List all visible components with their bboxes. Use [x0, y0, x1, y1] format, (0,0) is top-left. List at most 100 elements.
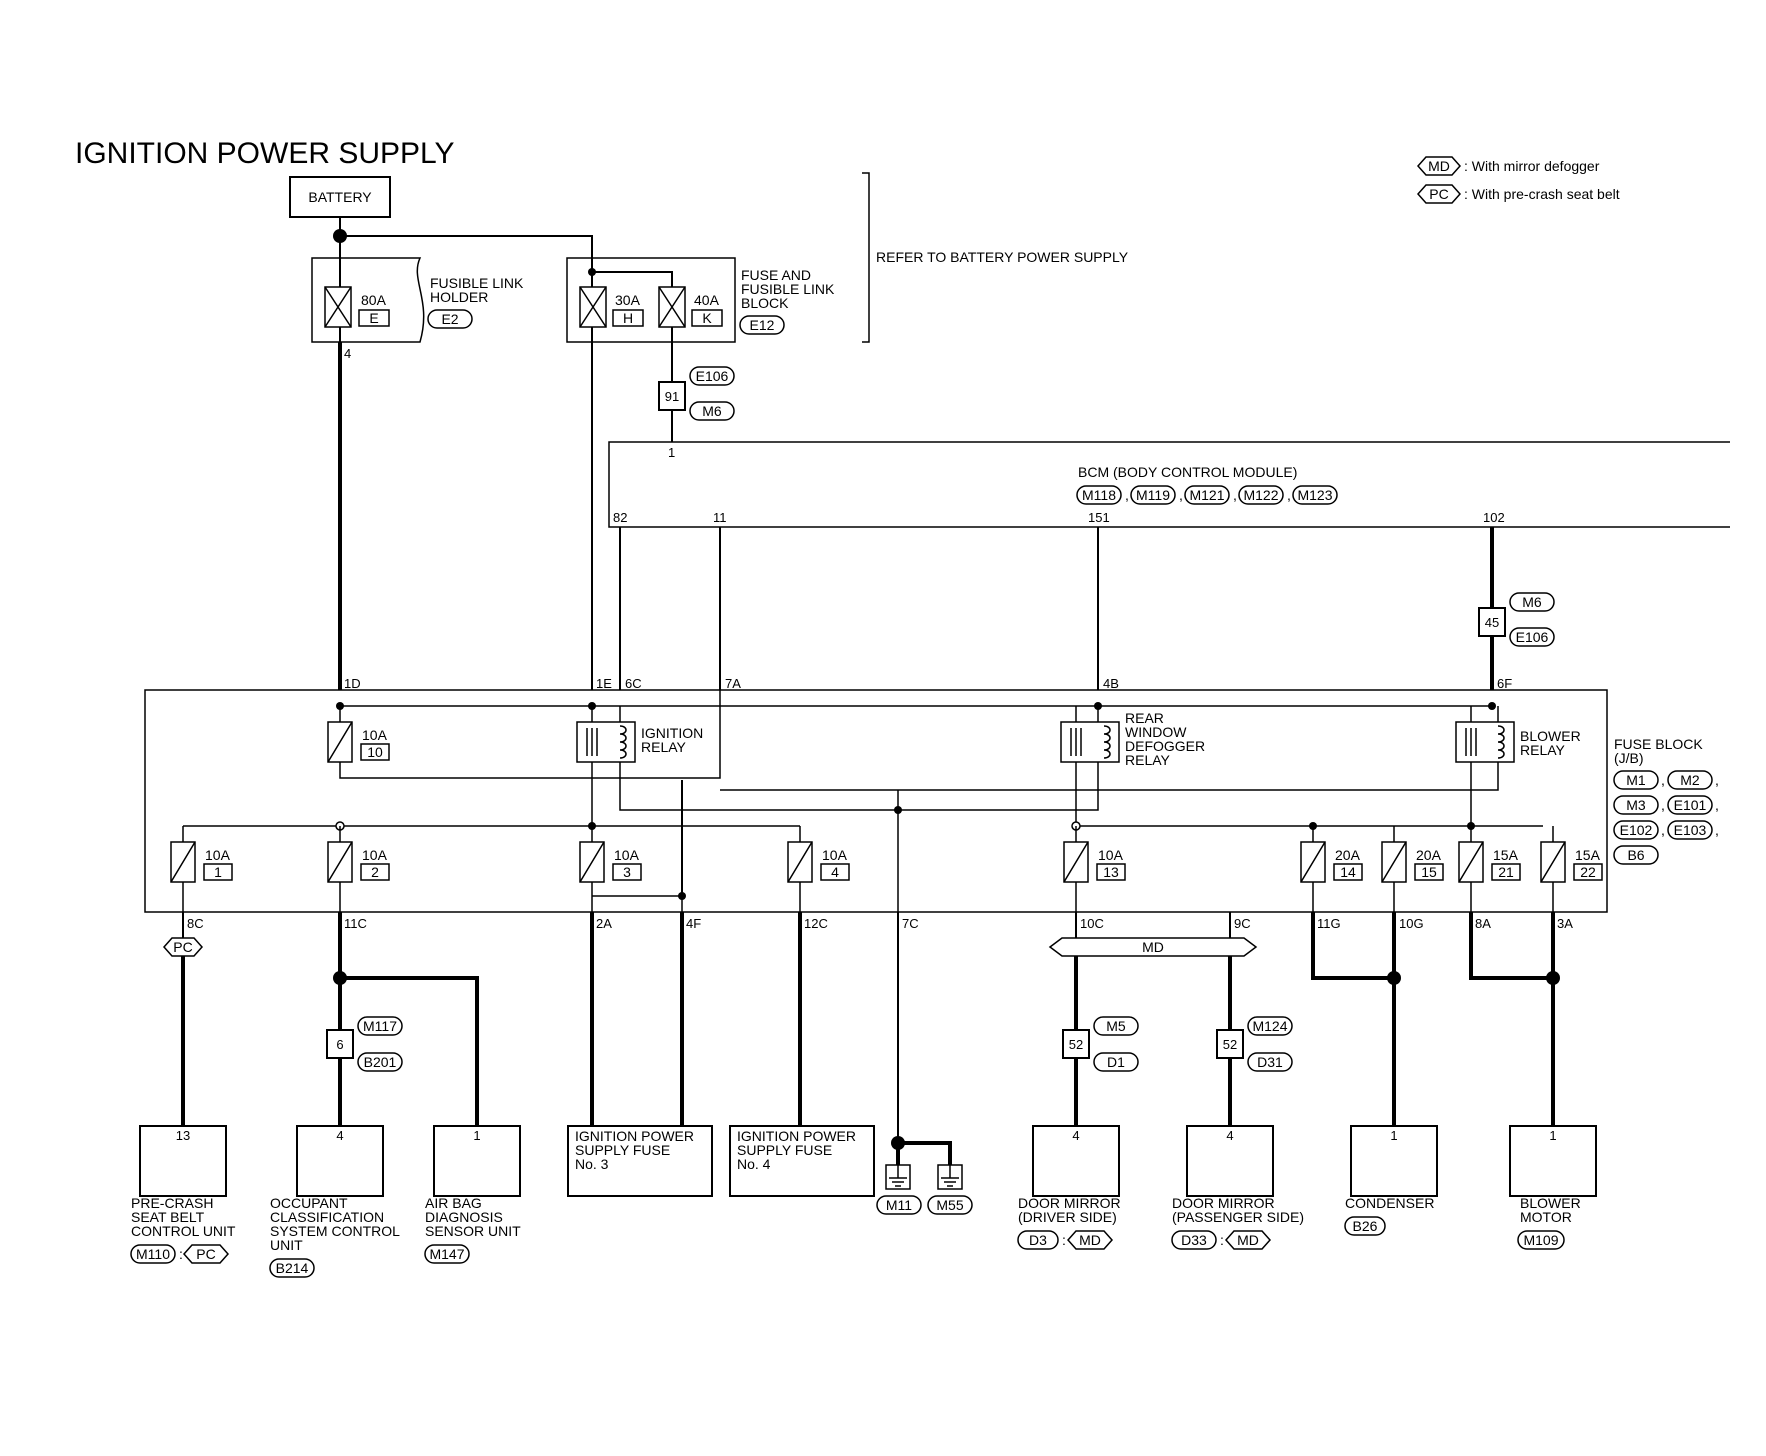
ign-fuse3-label-1: IGNITION POWER: [575, 1128, 694, 1144]
joint-91-conn-top: E106: [696, 368, 729, 384]
mirror-passenger-sep: :: [1220, 1232, 1224, 1248]
joint-52d-conn-bottom-shape: [1093, 1052, 1139, 1072]
pin-9c: 9C: [1234, 916, 1251, 931]
joint-45-pin: 45: [1485, 615, 1499, 630]
svg-text:,: ,: [1715, 772, 1719, 788]
pin-10g: 10G: [1399, 916, 1424, 931]
fuse-10-id-box: [360, 743, 390, 761]
mirror-driver-conn-shape: [1017, 1230, 1059, 1250]
fb-conn-b6: B6: [1627, 847, 1644, 863]
condenser-conn: B26: [1353, 1218, 1378, 1234]
defogger-relay-label-4: RELAY: [1125, 752, 1171, 768]
fuse-3-id: 3: [623, 864, 631, 880]
joint-52-driver-pin: 52: [1069, 1037, 1083, 1052]
svg-text:,: ,: [1661, 822, 1665, 838]
pin-11g: 11G: [1317, 916, 1341, 931]
joint-52p-conn-bottom: D31: [1257, 1054, 1283, 1070]
rear-window-defogger-relay: REAR WINDOW DEFOGGER RELAY: [1060, 710, 1205, 768]
blower-relay: BLOWER RELAY: [1455, 721, 1581, 763]
airbag-conn: M147: [429, 1246, 464, 1262]
fuse-13-id-box: [1096, 863, 1126, 881]
joint-45-conn-top-shape: [1509, 592, 1555, 612]
joint-91-conn-top-shape: [689, 366, 735, 386]
precrash-label-2: SEAT BELT: [131, 1209, 205, 1225]
ignition-relay-coil-wires: [619, 706, 1099, 811]
joint-6-conn-top-shape: [357, 1016, 403, 1036]
pin-1d: 1D: [344, 676, 361, 691]
mirror-driver-label-2: (DRIVER SIDE): [1018, 1209, 1117, 1225]
fuse-2-id: 2: [371, 864, 379, 880]
bcm-conn-m118: M118: [1082, 487, 1116, 503]
mirror-passenger-tag: MD: [1237, 1232, 1259, 1248]
fuse-40a-id: K: [702, 310, 712, 326]
fuse-15-id: 15: [1421, 864, 1437, 880]
svg-text:,: ,: [1125, 487, 1129, 503]
diagram-title: IGNITION POWER SUPPLY: [75, 137, 455, 170]
fusible-link-holder: 80A E FUSIBLE LINK HOLDER E2 4: [311, 257, 524, 361]
precrash-label-3: CONTROL UNIT: [131, 1223, 236, 1239]
splice-6f: [1488, 702, 1496, 710]
precrash-conn-shape: [130, 1244, 176, 1264]
mirror-passenger-label-2: (PASSENGER SIDE): [1172, 1209, 1304, 1225]
ground-m11-label: M11: [886, 1197, 912, 1213]
fb-conn-m3: M3: [1626, 797, 1646, 813]
pin-4f: 4F: [686, 916, 701, 931]
fuse-14-id-box: [1333, 863, 1363, 881]
joint-52d-conn-top: M5: [1106, 1018, 1126, 1034]
bcm-pin-11: 11: [713, 510, 727, 525]
bcm-pin-1: 1: [668, 445, 675, 460]
svg-text:,: ,: [1179, 487, 1183, 503]
fuse-3-id-box: [612, 863, 642, 881]
fb-conn-e103: E103: [1674, 822, 1707, 838]
svg-text:,: ,: [1233, 487, 1237, 503]
blower-motor-conn: M109: [1523, 1232, 1558, 1248]
fuse-15-id-box: [1414, 863, 1444, 881]
ignition-relay-label-2: RELAY: [641, 739, 687, 755]
fusible-link-holder-label-1: FUSIBLE LINK: [430, 275, 524, 291]
bcm-label: BCM (BODY CONTROL MODULE): [1078, 464, 1297, 480]
precrash-pin: 13: [176, 1128, 190, 1143]
fuse-14-slash: [1300, 841, 1326, 883]
pin-10c: 10C: [1080, 916, 1104, 931]
airbag-label-1: AIR BAG: [425, 1195, 482, 1211]
wire-11g: [1311, 912, 1394, 980]
defogger-relay-label-3: DEFOGGER: [1125, 738, 1205, 754]
pin-7a: 7A: [725, 676, 741, 691]
fuse-14-amp: 20A: [1335, 847, 1361, 863]
ignition-relay-label-1: IGNITION: [641, 725, 703, 741]
joint-6-conn-bottom-shape: [357, 1052, 403, 1072]
ground-symbol-m11: [885, 1164, 911, 1190]
fuse-4-slash: [787, 841, 813, 883]
fuse-and-fusible-link-block: 30A H 40A K FUSE AND FUSIBLE LINK BLOCK …: [566, 257, 835, 343]
mirror-driver-conn: D3: [1029, 1232, 1047, 1248]
fuse-block-box: [144, 689, 1608, 913]
bcm-conn-m122: M122: [1243, 487, 1278, 503]
mirror-driver-pin: 4: [1072, 1128, 1079, 1143]
fuse-10-amp: 10A: [362, 727, 388, 743]
joint-91-conn-bottom: M6: [702, 403, 722, 419]
door-mirror-driver-box: [1032, 1125, 1120, 1197]
mirror-driver-tag: MD: [1079, 1232, 1101, 1248]
fuse-block-bottom-pins: 8C 11C 2A 4F 12C 7C 10C 9C 11G 10G 8A 3A: [187, 916, 1573, 931]
fuse-22-id-box: [1573, 863, 1603, 881]
fuse-10-symbol: [327, 721, 353, 763]
mirror-passenger-conn: D33: [1181, 1232, 1207, 1248]
battery-feed-wire: [339, 217, 593, 266]
splice-blower: [1546, 971, 1560, 985]
fuse-80a-amp: 80A: [361, 292, 387, 308]
fuse-40a-amp: 40A: [694, 292, 720, 308]
wire-ground-m55: [898, 1141, 952, 1165]
fuse-15-symbol: [1381, 841, 1407, 883]
ground-m55-label: M55: [936, 1197, 963, 1213]
joint-6: [326, 1029, 354, 1059]
airbag-pin: 1: [473, 1128, 480, 1143]
mirror-passenger-pin: 4: [1226, 1128, 1233, 1143]
legend-md-text: : With mirror defogger: [1464, 158, 1600, 174]
fuse-22-slash: [1540, 841, 1566, 883]
legend-pc-code: PC: [1429, 186, 1448, 202]
mirror-driver-tag-shape: [1066, 1230, 1114, 1250]
ground-splice-jb: [894, 806, 902, 814]
